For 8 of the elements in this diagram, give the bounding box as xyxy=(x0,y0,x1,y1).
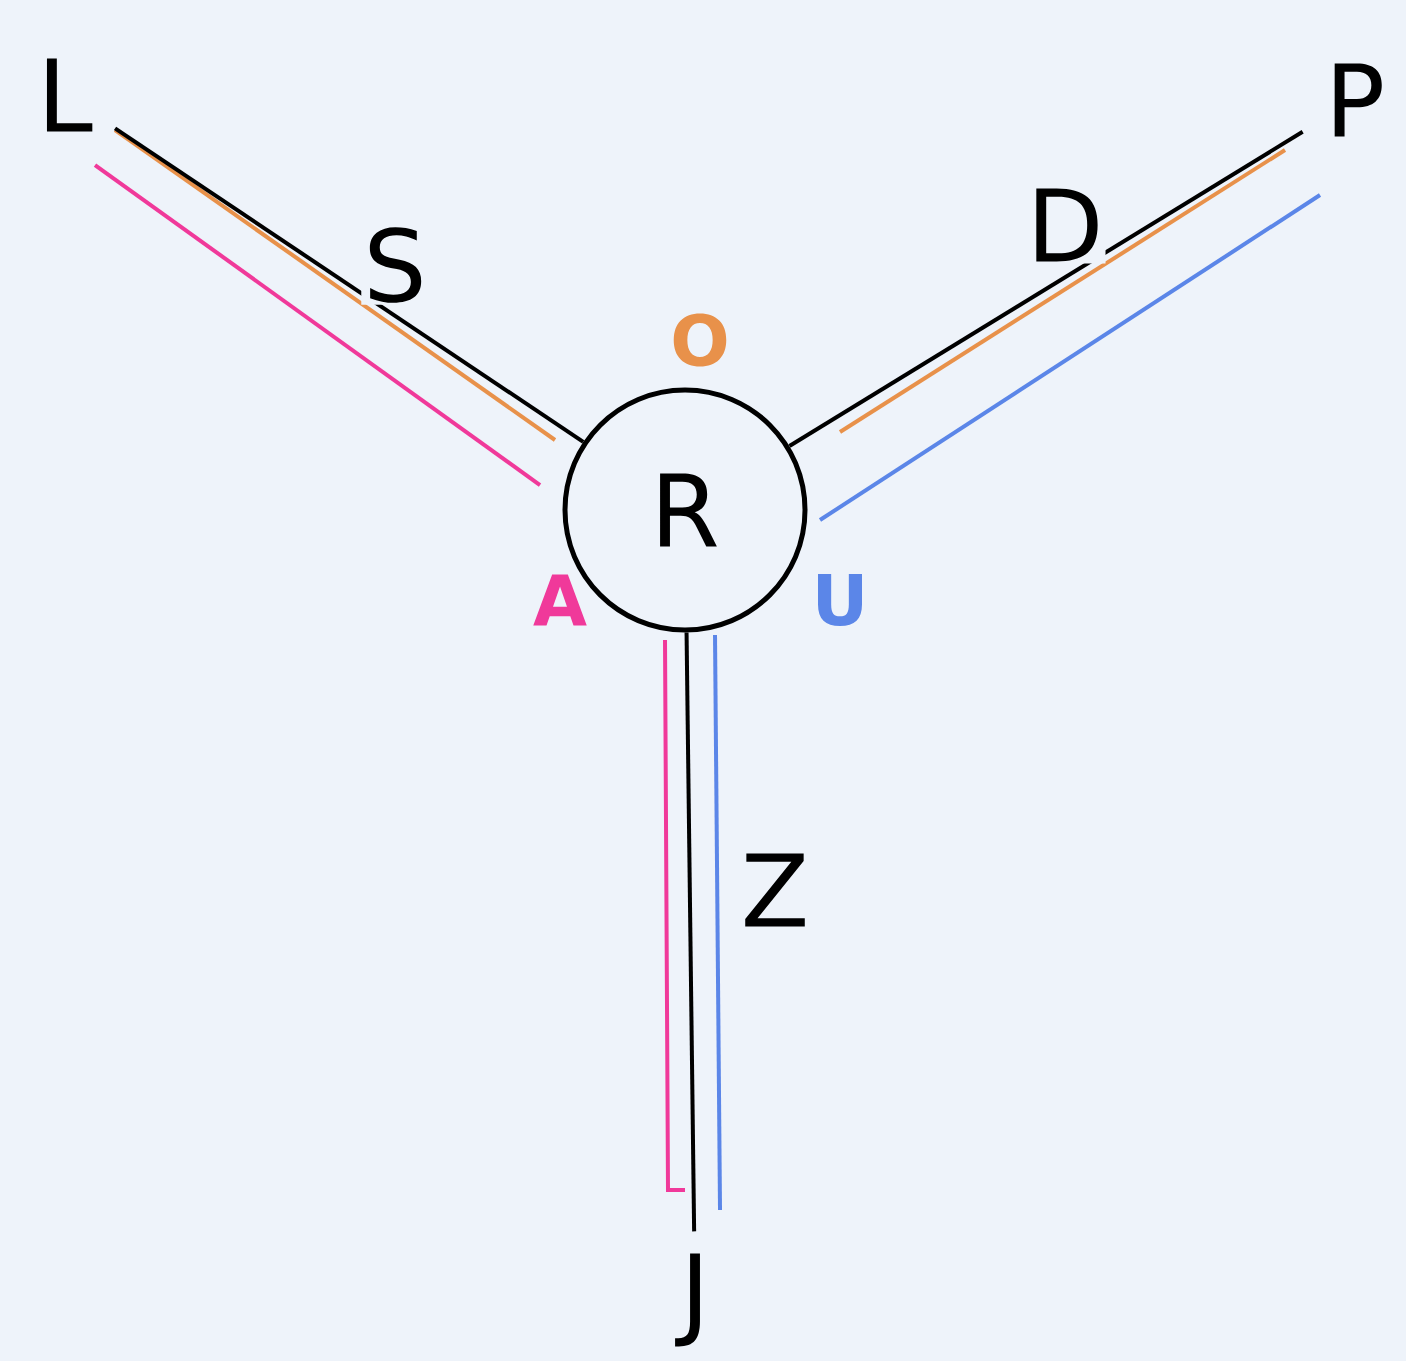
node-letter: P xyxy=(1334,63,1382,137)
node-letter: L xyxy=(46,58,93,132)
connector-line xyxy=(684,632,697,1232)
edge-label: S xyxy=(361,225,429,305)
connector-line xyxy=(788,130,1304,448)
edge-label: D xyxy=(1024,186,1106,264)
edge-label: Z xyxy=(738,851,812,929)
node-letter: J xyxy=(675,1253,700,1347)
